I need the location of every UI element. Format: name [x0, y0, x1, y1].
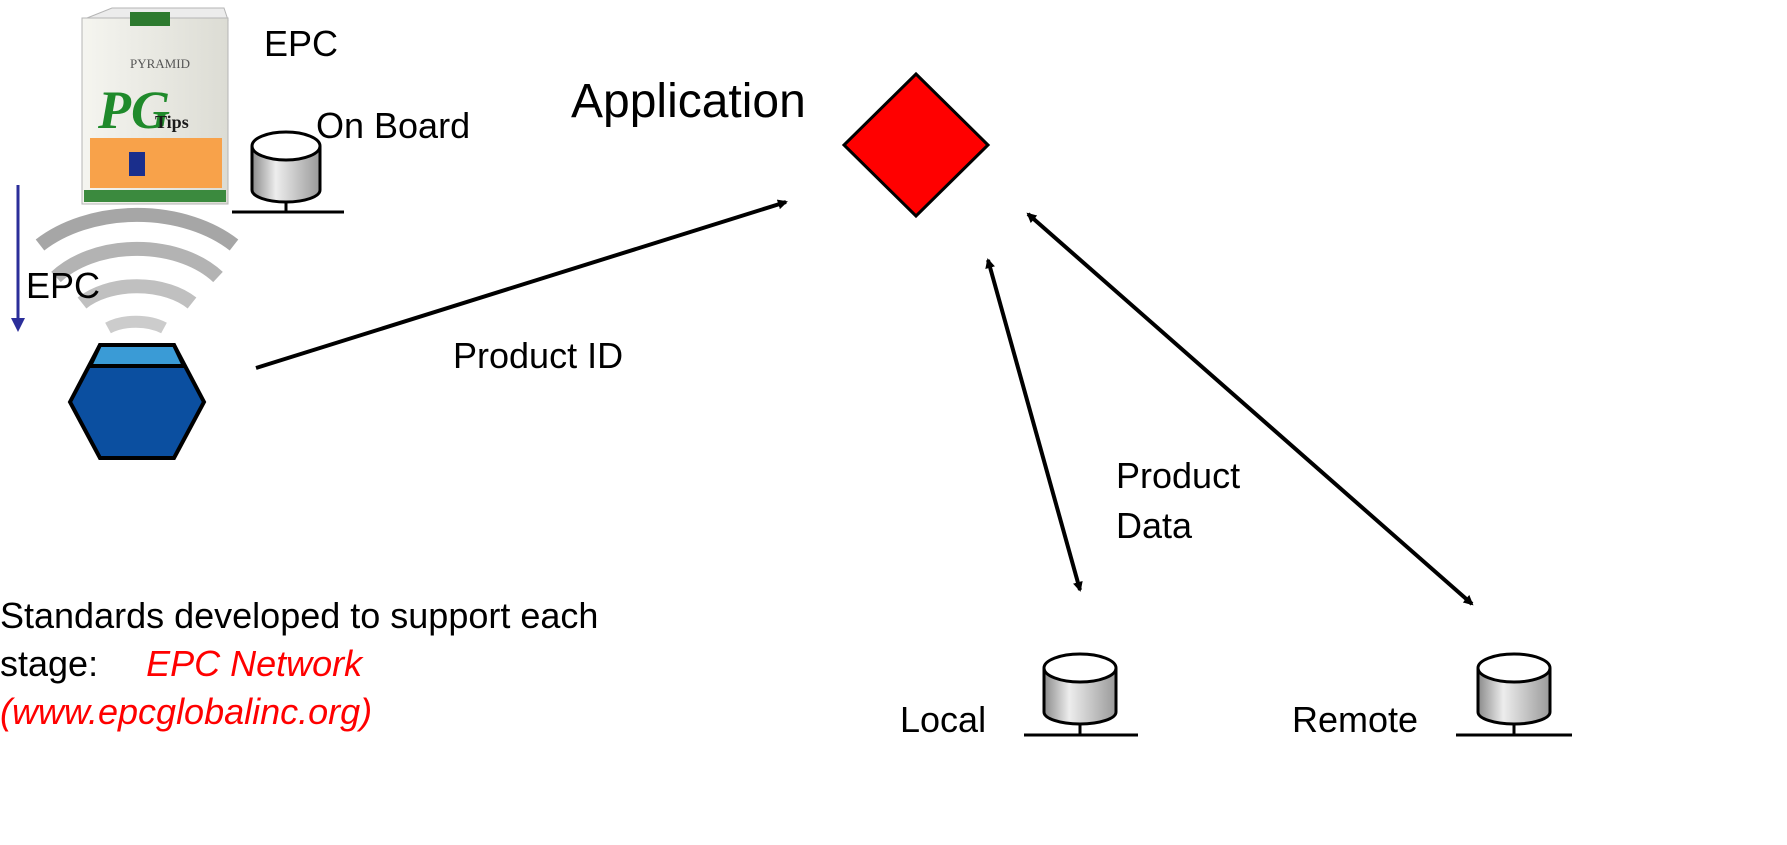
product-id-arrow	[255, 199, 788, 370]
epc-side-label: EPC	[26, 265, 101, 306]
product-data-label-line2: Data	[1116, 505, 1193, 546]
package-logo-sub: Tips	[155, 112, 189, 132]
epc-top-label: EPC	[264, 23, 339, 64]
epc-network-link[interactable]: EPC Network	[146, 643, 363, 684]
rfid-signal-icon	[35, 207, 239, 334]
package-brand-text: PYRAMID	[130, 56, 190, 71]
rfid-tag-icon	[129, 152, 145, 176]
database-icon	[1024, 652, 1138, 737]
standards-note: Standards developed to support each stag…	[0, 592, 760, 736]
remote-label: Remote	[1292, 699, 1419, 740]
product-package-icon: PYRAMID PG Tips	[81, 7, 229, 205]
remote-data-arrow	[1026, 212, 1474, 606]
note-stage-prefix: stage:	[0, 643, 99, 684]
product-id-label: Product ID	[453, 335, 624, 376]
application-label: Application	[571, 75, 806, 128]
local-data-arrow	[985, 258, 1083, 592]
product-data-label-line1: Product	[1116, 455, 1241, 496]
note-line1: Standards developed to support each	[0, 595, 599, 636]
local-label: Local	[900, 699, 987, 740]
database-icon	[1456, 652, 1572, 737]
note-line2: stage: EPC Network	[0, 640, 760, 688]
database-icon	[232, 130, 344, 214]
application-diamond-icon	[841, 71, 991, 219]
rfid-reader-icon	[67, 343, 207, 460]
on-board-label: On Board	[316, 105, 471, 146]
package-logo-text: PG	[97, 80, 170, 140]
epcglobal-url-link[interactable]: (www.epcglobalinc.org)	[0, 691, 373, 732]
